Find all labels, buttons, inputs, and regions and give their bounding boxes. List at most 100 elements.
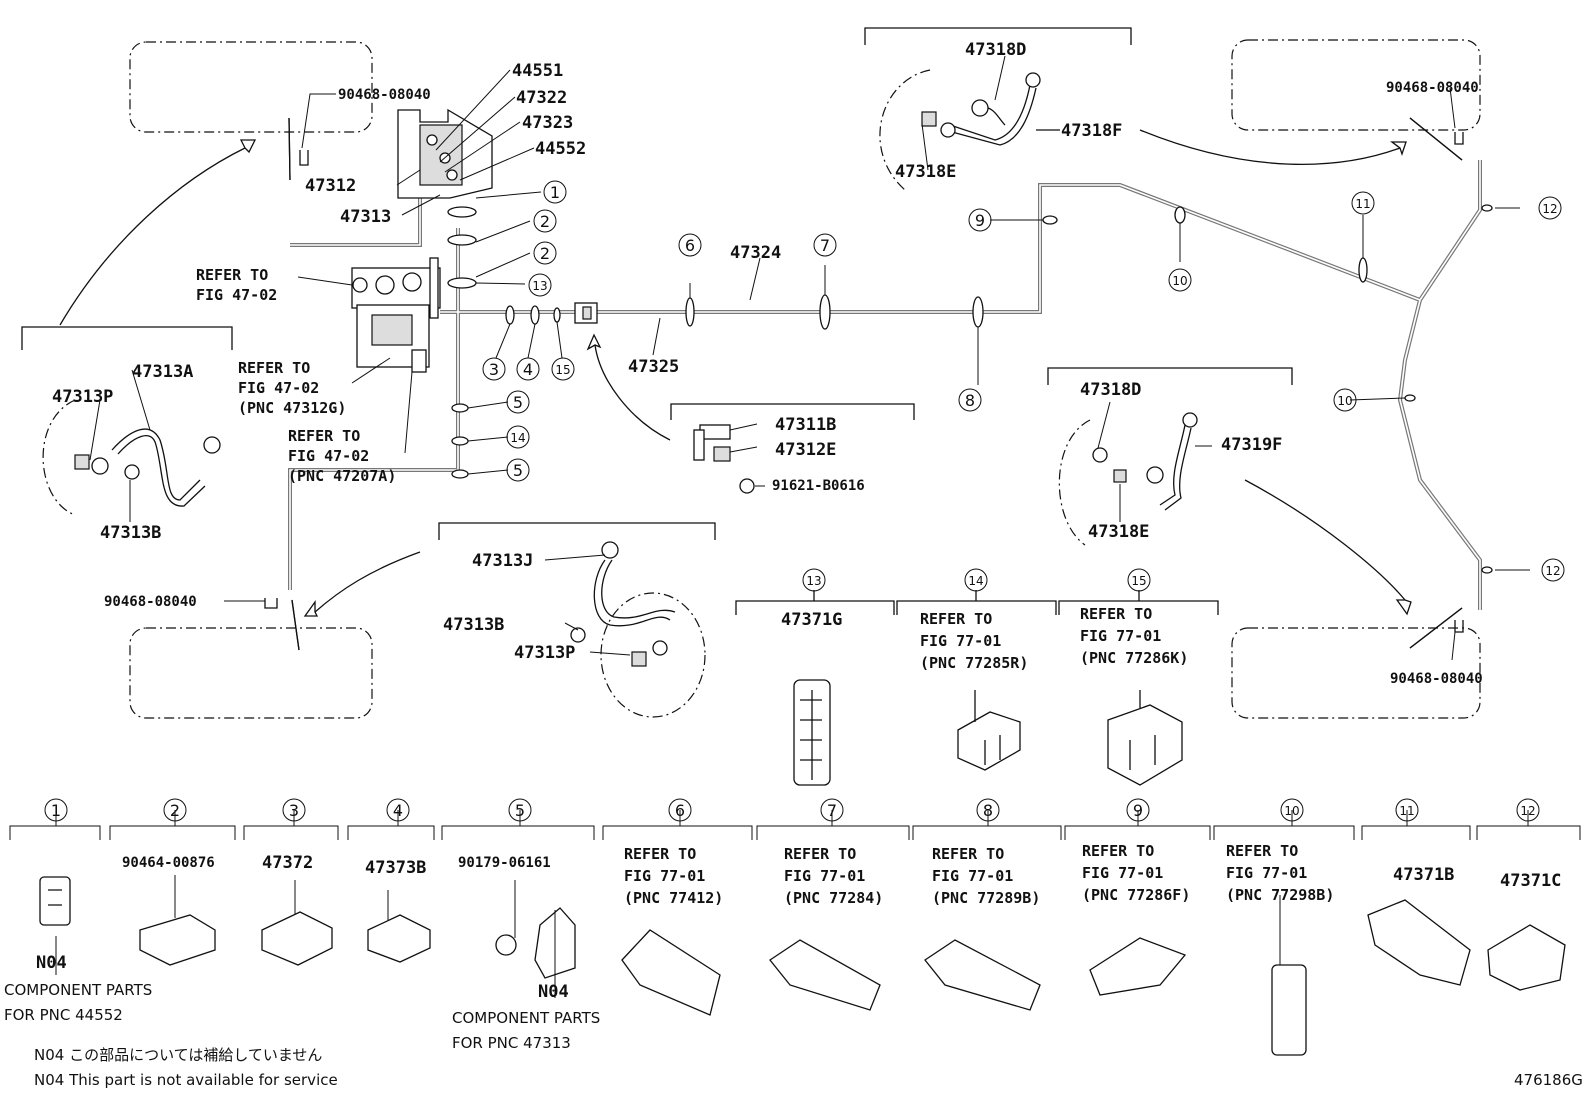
callout-9: 9 [968,208,992,232]
label-47319F: 47319F [1221,435,1282,455]
label-47313A: 47313A [132,362,193,382]
svg-text:15: 15 [1131,574,1146,588]
label-90468-top-left: 90468-08040 [338,87,431,103]
footnote-jp: N04 この部品については補給していません [34,1046,322,1064]
legend-1-sub-1: COMPONENT PARTS [4,981,152,999]
label-91621-B0616: 91621-B0616 [772,478,865,494]
legend-7-line2: FIG 77-01 [784,867,865,885]
label-90468-bottom-right: 90468-08040 [1390,671,1483,687]
callout-5b: 5 [506,458,530,482]
refer-fig47-02-b-line2: FIG 47-02 [238,379,319,397]
refer-fig47-02-c-line3: (PNC 47207A) [288,467,396,485]
svg-text:6: 6 [675,801,685,820]
legend-8-line3: (PNC 77289B) [932,889,1040,907]
refer-15-line1: REFER TO [1080,605,1152,623]
callout-12b: 12 [1541,558,1565,582]
label-47322: 47322 [516,88,567,108]
legend-num-9: 9 [1126,798,1150,822]
callout-1: 1 [543,180,567,204]
svg-text:12: 12 [1545,564,1560,578]
callout-8: 8 [958,388,982,412]
legend-num-11: 11 [1395,798,1419,822]
legend-11-part: 47371B [1393,865,1454,885]
hose-center [570,541,676,667]
svg-text:11: 11 [1399,804,1414,818]
bracket-47311B-group [693,424,755,494]
svg-text:13: 13 [806,574,821,588]
label-90468-bottom-left: 90468-08040 [104,594,197,610]
callout-10a: 10 [1168,268,1192,292]
legend-drawings [39,876,1566,1056]
label-47313: 47313 [340,207,391,227]
svg-text:14: 14 [968,574,983,588]
svg-text:7: 7 [820,236,830,255]
callout-14a: 14 [506,425,530,449]
label-47318E-top: 47318E [895,162,956,182]
brake-actuator [351,257,441,373]
callout-5a: 5 [506,390,530,414]
figure-code: 476186G [1514,1071,1583,1089]
callout-13a: 13 [528,273,552,297]
legend-num-5: 5 [508,798,532,822]
legend-num-8: 8 [976,798,1000,822]
label-47323: 47323 [522,113,573,133]
legend-num-3: 3 [282,798,306,822]
svg-text:15: 15 [555,363,570,377]
legend-numbers: 1 2 3 4 5 6 7 8 9 10 11 12 [44,798,1540,822]
label-47318E-mid: 47318E [1088,522,1149,542]
label-47324: 47324 [730,243,781,263]
svg-text:8: 8 [965,391,975,410]
label-47318D-top: 47318D [965,40,1026,60]
legend-9-line2: FIG 77-01 [1082,864,1163,882]
refer-14-line1: REFER TO [920,610,992,628]
svg-text:1: 1 [550,183,560,202]
svg-text:13: 13 [532,279,547,293]
svg-text:9: 9 [1133,801,1143,820]
legend-num-10: 10 [1280,798,1304,822]
legend-num-6: 6 [668,798,692,822]
svg-text:2: 2 [540,244,550,263]
legend-5-sub-1: COMPONENT PARTS [452,1009,600,1027]
legend-7-line3: (PNC 77284) [784,889,883,907]
legend-num-1: 1 [44,798,68,822]
clip-14-drawing [957,690,1021,771]
legend-9-line1: REFER TO [1082,842,1154,860]
svg-text:11: 11 [1355,197,1370,211]
svg-text:4: 4 [393,801,403,820]
pipe-joint [574,302,598,324]
svg-text:7: 7 [827,801,837,820]
refer-14-line3: (PNC 77285R) [920,654,1028,672]
pipe-clips [447,204,1493,574]
label-47313B-center: 47313B [443,615,504,635]
refer-fig47-02-a-line1: REFER TO [196,266,268,284]
link-rods [264,117,1464,651]
label-47312E: 47312E [775,440,836,460]
frame-top-left [129,41,373,133]
leader-lines [9,55,1581,998]
legend-3-part: 47372 [262,853,313,873]
refer-fig47-02-b-line1: REFER TO [238,359,310,377]
refer-15-line2: FIG 77-01 [1080,627,1161,645]
brake-pipes [288,160,1482,610]
context-frames [42,39,1481,719]
label-47318D-mid: 47318D [1080,380,1141,400]
label-47313P-left: 47313P [52,387,113,407]
refer-notes: REFER TO FIG 47-02 REFER TO FIG 47-02 (P… [196,266,1188,672]
label-47318F: 47318F [1061,121,1122,141]
callout-11: 11 [1351,191,1375,215]
callout-3: 3 [482,357,506,381]
legend-5-sub-2: FOR PNC 47313 [452,1034,571,1052]
legend-6-line3: (PNC 77412) [624,889,723,907]
label-47313P-center: 47313P [514,643,575,663]
legend-2-part: 90464-00876 [122,855,215,871]
legend-8-line2: FIG 77-01 [932,867,1013,885]
svg-text:1: 1 [51,801,61,820]
callout-14b: 14 [964,568,988,592]
callout-6: 6 [678,233,702,257]
legend-10-line3: (PNC 77298B) [1226,886,1334,904]
legend-7-line1: REFER TO [784,845,856,863]
clip-15-drawing [1107,690,1183,786]
svg-text:9: 9 [975,211,985,230]
legend-1-note: N04 [36,953,67,973]
callout-15a: 15 [551,357,575,381]
